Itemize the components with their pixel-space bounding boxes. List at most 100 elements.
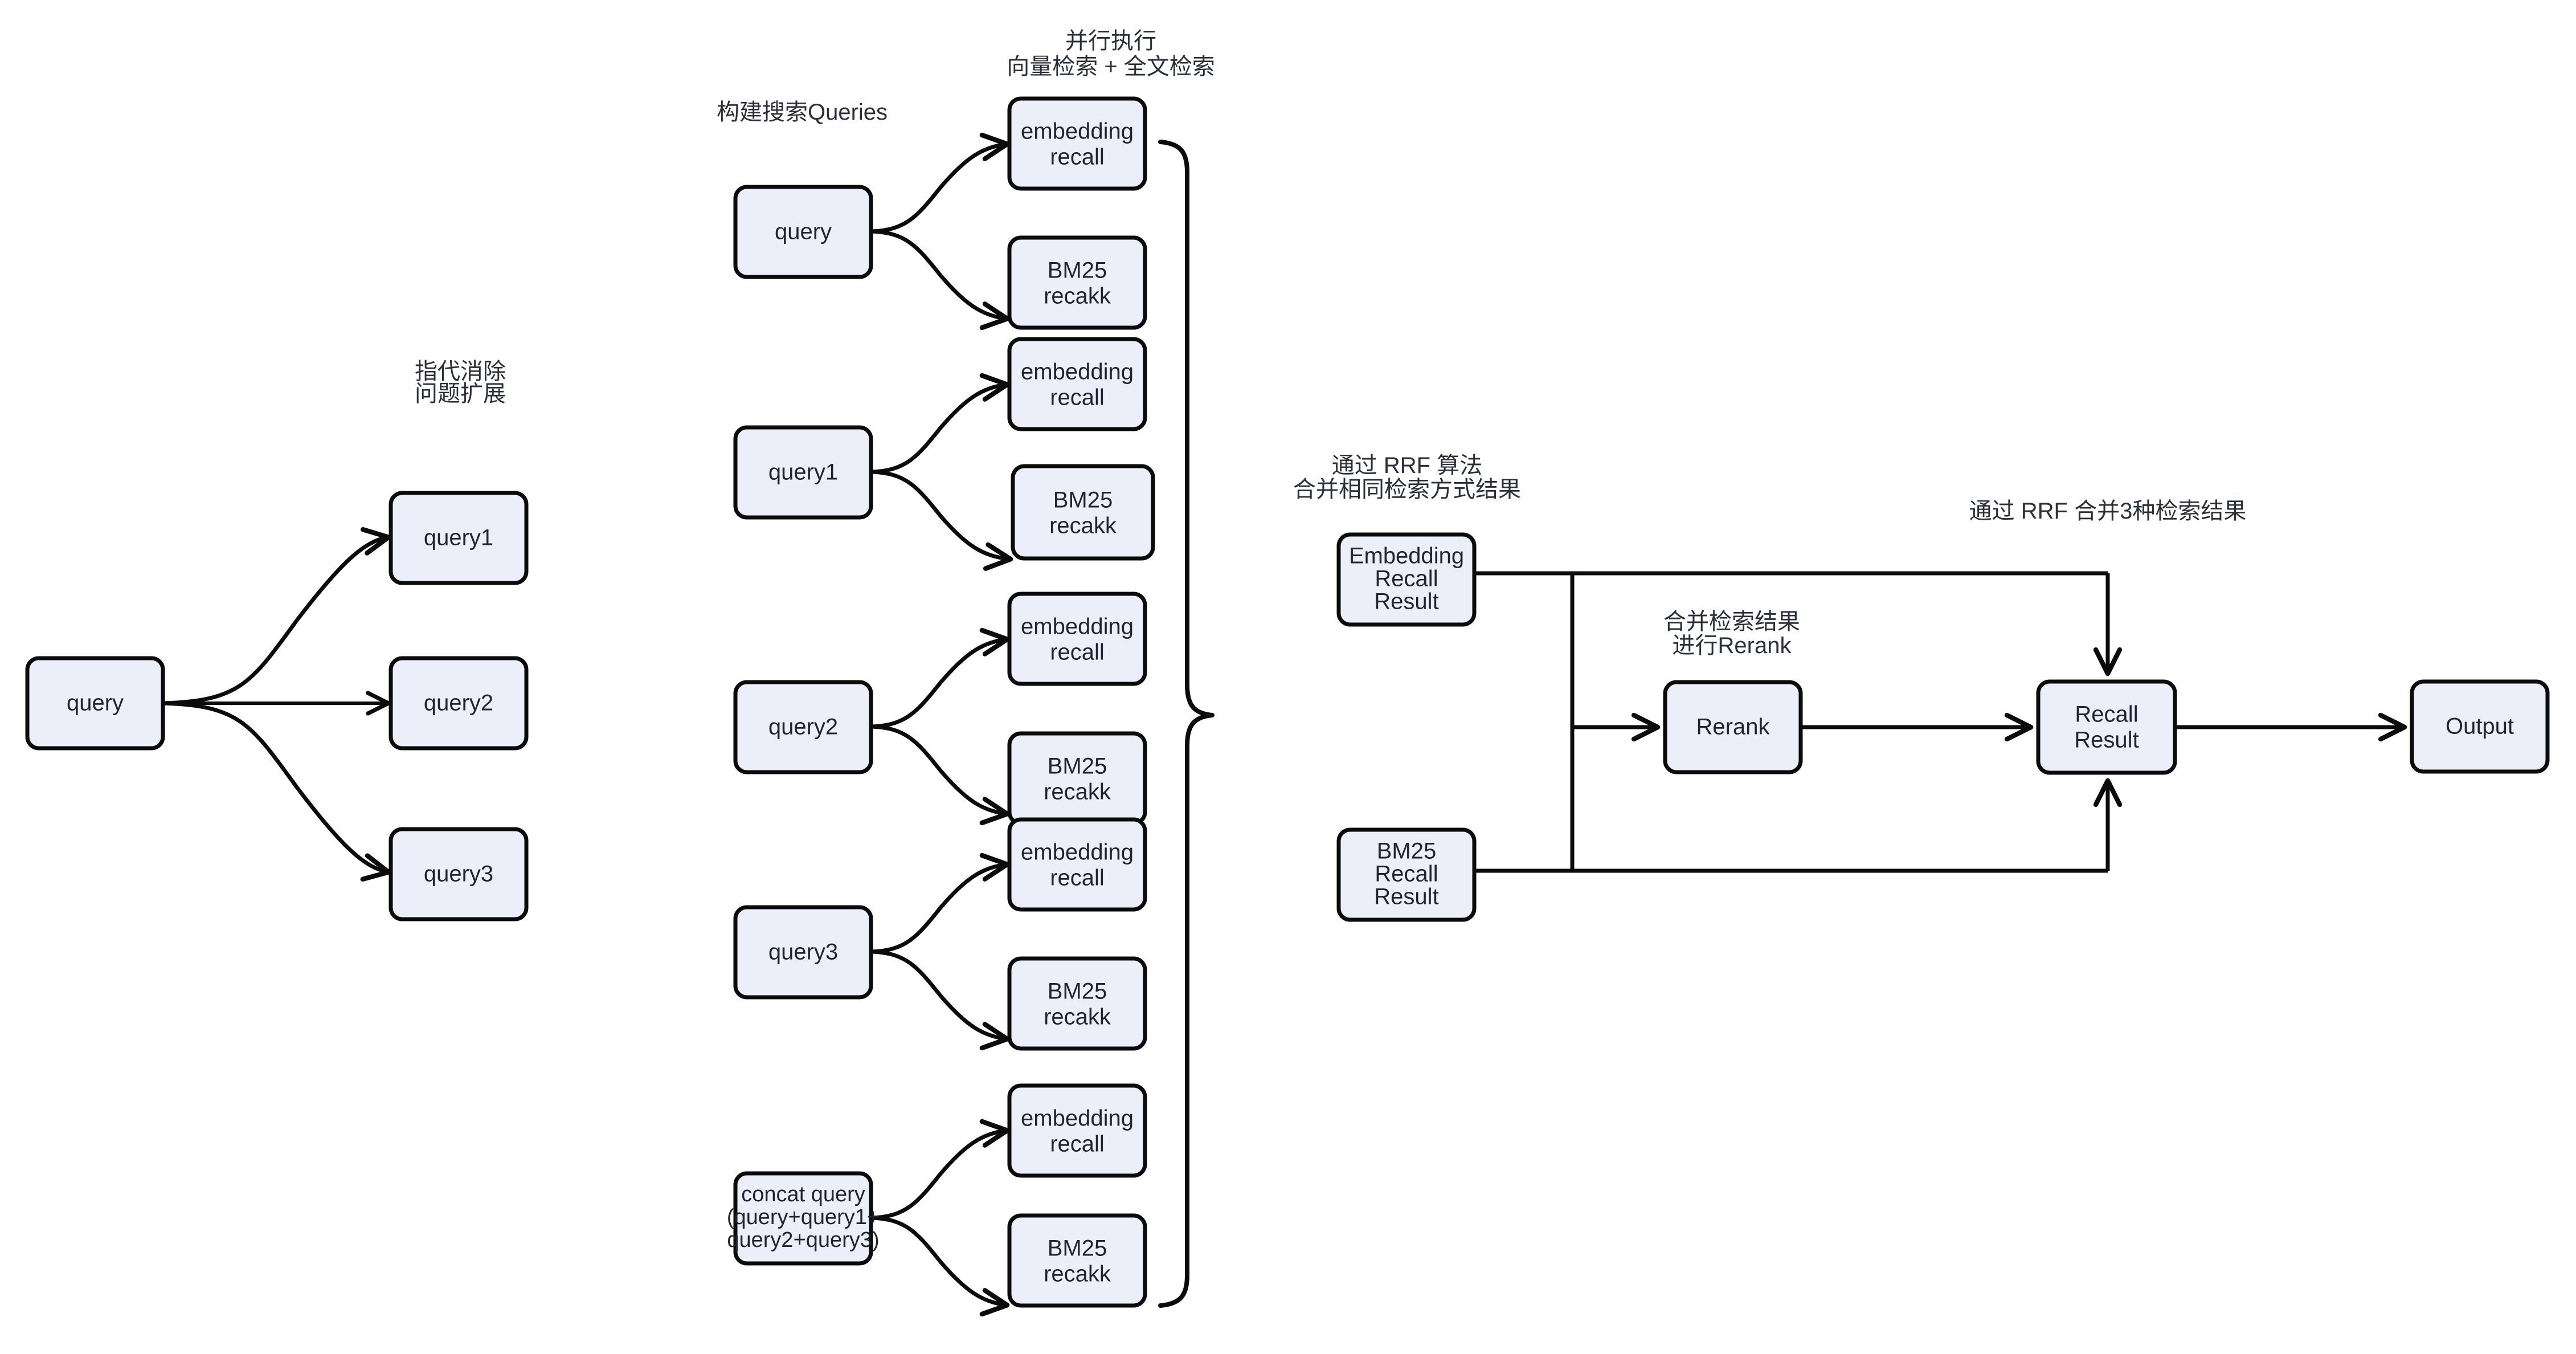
node-output-rect[interactable] bbox=[2410, 679, 2550, 774]
node-bm25-recall-4-line1: BM25 bbox=[1048, 979, 1107, 1004]
edge-query2-to-embedding-3 bbox=[871, 627, 1010, 729]
node-col2-query1[interactable]: query1 bbox=[733, 425, 873, 520]
node-col2-query2-label: query2 bbox=[768, 715, 838, 740]
node-embedding-recall-5[interactable]: embedding recall bbox=[1007, 1083, 1147, 1178]
edge-query2-to-bm25-3 bbox=[871, 724, 1010, 826]
node-embedding-recall-4-line2: recall bbox=[1050, 866, 1105, 891]
node-bm25-recall-2[interactable]: BM25 recakk bbox=[1011, 464, 1155, 561]
annotation-stage2: 构建搜索Queries bbox=[717, 100, 888, 125]
edge-query3-to-bm25-4 bbox=[871, 949, 1010, 1051]
node-embedding-recall-5-line2: recall bbox=[1050, 1132, 1105, 1157]
node-bm25-recall-result[interactable]: BM25 Recall Result bbox=[1336, 827, 1477, 922]
node-embedding-recall-3-line2: recall bbox=[1050, 640, 1105, 665]
node-embedding-recall-1-line2: recall bbox=[1050, 145, 1105, 170]
node-bm25-recall-5-line1: BM25 bbox=[1048, 1236, 1107, 1261]
node-embedding-recall-3-rect[interactable] bbox=[1007, 592, 1147, 686]
edge-group-col2-row3 bbox=[871, 627, 1010, 826]
node-embedding-recall-4[interactable]: embedding recall bbox=[1007, 817, 1147, 912]
node-col2-query2-rect[interactable] bbox=[733, 680, 873, 774]
node-recall-result-rect[interactable] bbox=[2036, 679, 2177, 775]
node-embedding-recall-2[interactable]: embedding recall bbox=[1007, 337, 1147, 431]
node-bm25-recall-5[interactable]: BM25 recakk bbox=[1007, 1213, 1147, 1308]
node-bm25-recall-5-line2: recakk bbox=[1044, 1262, 1111, 1287]
node-bm25-recall-1-line2: recakk bbox=[1044, 284, 1111, 309]
node-bm25-recall-result-line3: Result bbox=[1374, 884, 1438, 910]
edge-query3-to-embedding-4 bbox=[871, 853, 1010, 954]
edge-concat-to-embedding-5 bbox=[871, 1119, 1010, 1220]
edge-query-to-embedding-1 bbox=[871, 132, 1010, 234]
node-bm25-recall-1-line1: BM25 bbox=[1048, 258, 1107, 283]
node-rerank-label: Rerank bbox=[1696, 715, 1771, 740]
node-embedding-recall-1-rect[interactable] bbox=[1007, 96, 1147, 191]
node-embedding-recall-3[interactable]: embedding recall bbox=[1007, 592, 1147, 686]
node-col2-concat-query-rect[interactable] bbox=[733, 1171, 873, 1266]
edge-group-col1 bbox=[162, 527, 391, 882]
node-col2-query3-label: query3 bbox=[768, 940, 838, 965]
node-bm25-recall-3[interactable]: BM25 recakk bbox=[1007, 731, 1147, 826]
edge-group-col2-row1 bbox=[871, 132, 1010, 331]
annotation-stage1-line1: 指代消除 bbox=[415, 359, 506, 384]
node-rerank-rect[interactable] bbox=[1663, 680, 1803, 774]
edge-query-to-bm25-1 bbox=[871, 229, 1010, 331]
node-col1-query2[interactable]: query2 bbox=[389, 656, 529, 751]
annotation-stage3-line2: 向量检索 + 全文检索 bbox=[1007, 54, 1215, 79]
node-recall-result[interactable]: Recall Result bbox=[2036, 679, 2177, 775]
node-col1-query3-rect[interactable] bbox=[389, 827, 529, 921]
node-col1-query-label: query bbox=[67, 691, 124, 716]
node-output[interactable]: Output bbox=[2410, 679, 2550, 774]
node-col1-query2-label: query2 bbox=[424, 691, 493, 716]
node-bm25-recall-4[interactable]: BM25 recakk bbox=[1007, 956, 1147, 1051]
node-col2-concat-query-line2: (query+query1+ bbox=[727, 1205, 880, 1229]
node-col2-query2[interactable]: query2 bbox=[733, 680, 873, 774]
node-embedding-recall-1[interactable]: embedding recall bbox=[1007, 96, 1147, 191]
node-embedding-recall-result[interactable]: Embedding Recall Result bbox=[1336, 532, 1477, 627]
node-bm25-recall-3-line2: recakk bbox=[1044, 780, 1111, 805]
node-embedding-recall-1-line1: embedding bbox=[1021, 119, 1134, 144]
node-bm25-recall-result-line2: Recall bbox=[1375, 862, 1438, 887]
annotation-stage1-line2: 问题扩展 bbox=[415, 381, 506, 406]
node-rerank[interactable]: Rerank bbox=[1663, 680, 1803, 774]
node-embedding-recall-result-rect[interactable] bbox=[1336, 532, 1477, 627]
node-col1-query3-label: query3 bbox=[424, 862, 493, 887]
node-bm25-recall-result-rect[interactable] bbox=[1336, 827, 1477, 922]
node-bm25-recall-1[interactable]: BM25 recakk bbox=[1007, 235, 1147, 330]
node-bm25-recall-5-rect[interactable] bbox=[1007, 1213, 1147, 1308]
node-bm25-recall-2-line1: BM25 bbox=[1053, 488, 1113, 513]
node-col2-query-rect[interactable] bbox=[733, 185, 873, 279]
node-embedding-recall-result-line2: Recall bbox=[1375, 566, 1438, 592]
node-embedding-recall-5-rect[interactable] bbox=[1007, 1083, 1147, 1178]
node-bm25-recall-1-rect[interactable] bbox=[1007, 235, 1147, 330]
node-embedding-recall-5-line1: embedding bbox=[1021, 1106, 1134, 1131]
annotation-stage3-line1: 并行执行 bbox=[1065, 28, 1156, 54]
node-embedding-recall-4-rect[interactable] bbox=[1007, 817, 1147, 912]
node-embedding-recall-4-line1: embedding bbox=[1021, 840, 1134, 865]
node-output-label: Output bbox=[2446, 714, 2514, 739]
node-col2-query1-rect[interactable] bbox=[733, 425, 873, 520]
node-col2-concat-query-line3: query2+query3) bbox=[727, 1228, 879, 1252]
node-bm25-recall-result-line1: BM25 bbox=[1377, 839, 1437, 864]
node-col2-query3-rect[interactable] bbox=[733, 905, 873, 1000]
node-col2-query3[interactable]: query3 bbox=[733, 905, 873, 1000]
node-col1-query[interactable]: query bbox=[25, 656, 165, 751]
edge-concat-to-bm25-5 bbox=[871, 1216, 1010, 1317]
node-col1-query2-rect[interactable] bbox=[389, 656, 529, 751]
node-col2-query[interactable]: query bbox=[733, 185, 873, 279]
node-bm25-recall-4-rect[interactable] bbox=[1007, 956, 1147, 1051]
node-col1-query1-label: query1 bbox=[424, 525, 493, 550]
node-col1-query1[interactable]: query1 bbox=[389, 491, 529, 585]
annotation-stage4-line2: 合并相同检索方式结果 bbox=[1293, 477, 1521, 502]
node-col1-query1-rect[interactable] bbox=[389, 491, 529, 585]
node-embedding-recall-2-rect[interactable] bbox=[1007, 337, 1147, 431]
annotation-stage5-line2: 进行Rerank bbox=[1673, 633, 1792, 658]
node-bm25-recall-4-line2: recakk bbox=[1044, 1005, 1111, 1030]
node-col1-query3[interactable]: query3 bbox=[389, 827, 529, 921]
node-col1-query-rect[interactable] bbox=[25, 656, 165, 751]
edge-query-to-query3 bbox=[162, 701, 391, 882]
node-recall-result-line2: Result bbox=[2074, 728, 2139, 753]
node-embedding-recall-result-line1: Embedding bbox=[1349, 544, 1464, 569]
node-col2-concat-query[interactable]: concat query (query+query1+ query2+query… bbox=[727, 1171, 880, 1266]
edge-group-col2-row4 bbox=[871, 853, 1010, 1051]
node-bm25-recall-2-rect[interactable] bbox=[1011, 464, 1155, 561]
